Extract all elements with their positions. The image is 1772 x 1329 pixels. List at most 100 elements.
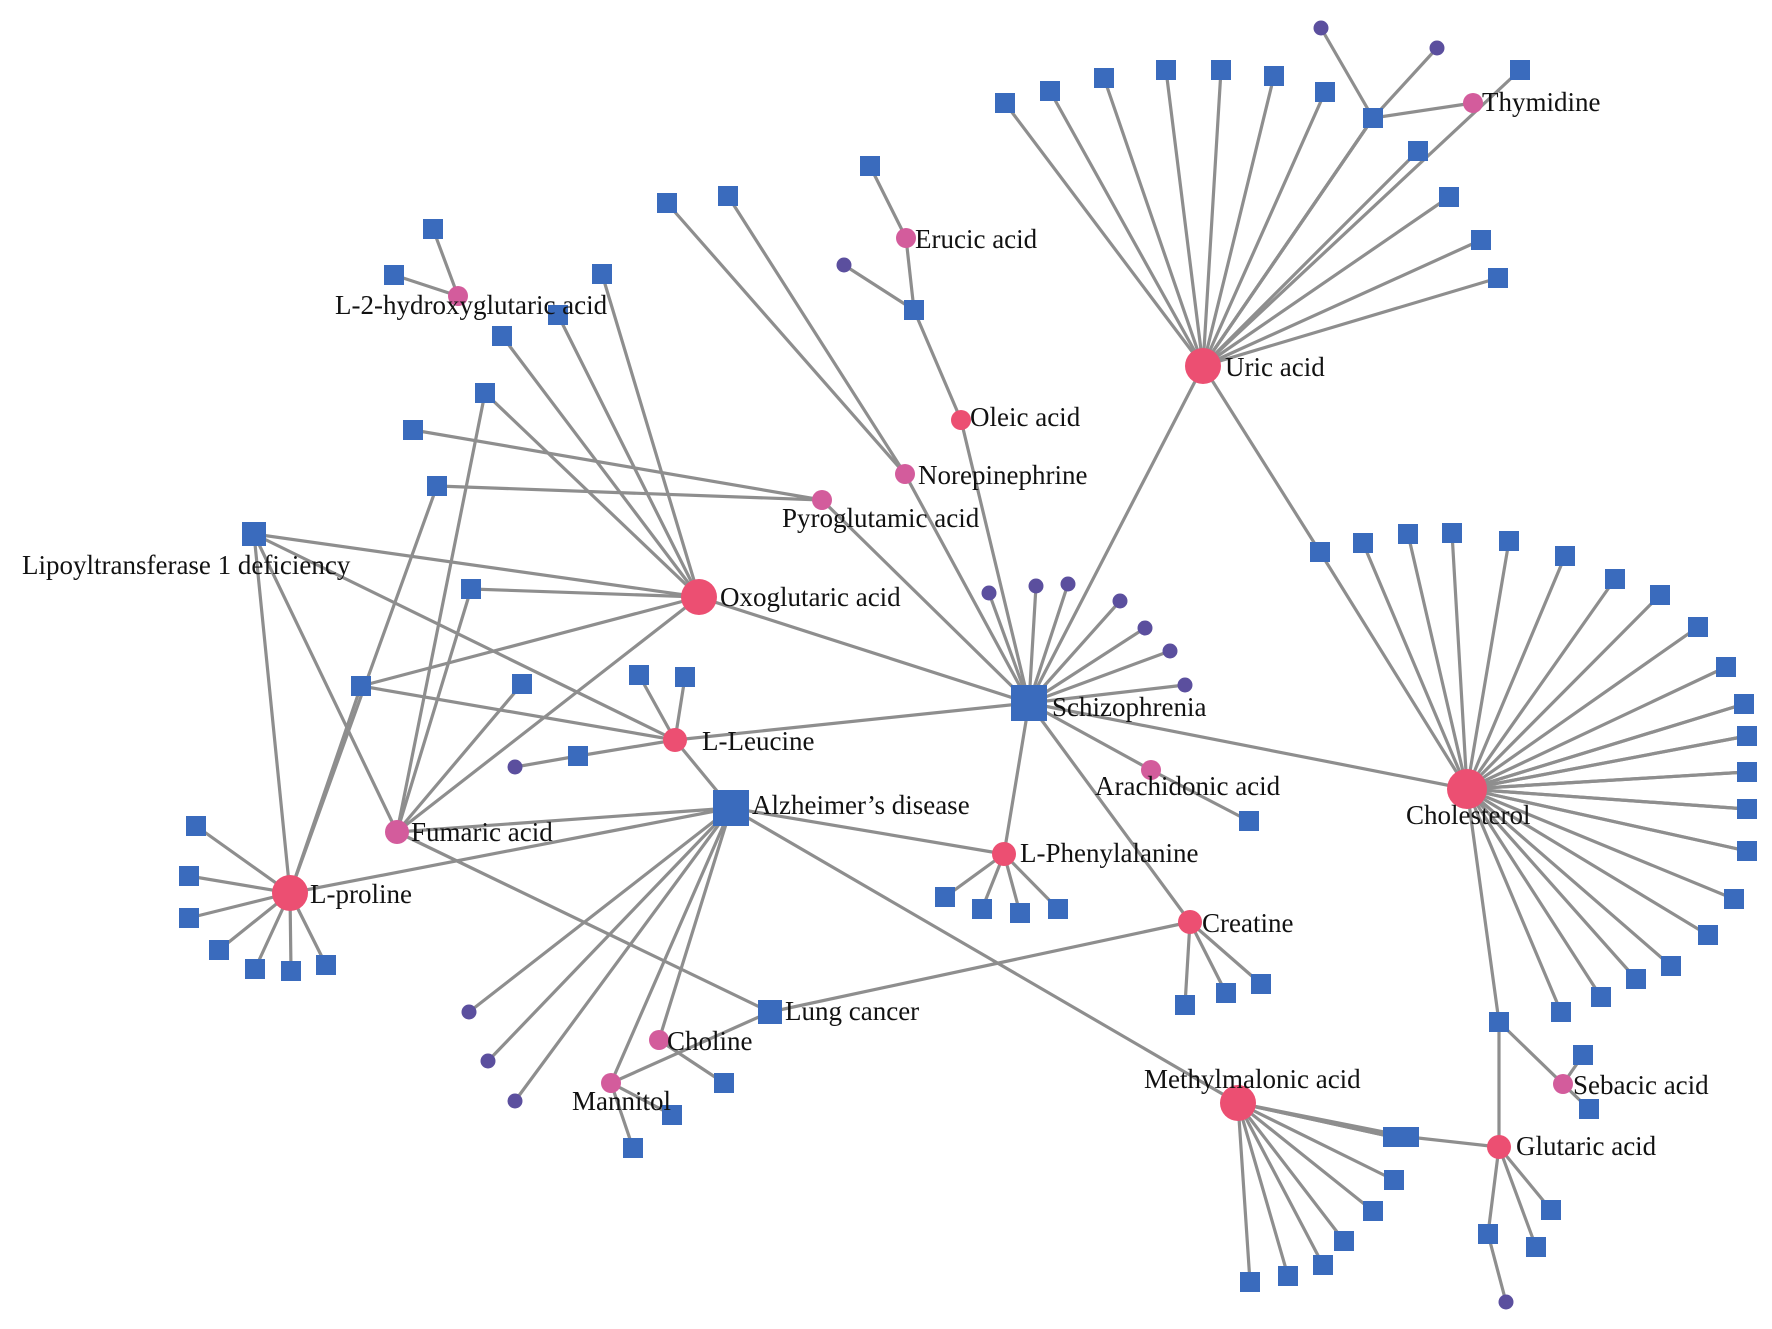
edge-norepinephrine-s_ne2: [665, 201, 907, 476]
edge-erucic_acid-s_er1: [868, 164, 908, 240]
disease-node-s-ar1: [1239, 811, 1259, 831]
disease-node-s-ux13: [1510, 60, 1530, 80]
edge-schizophrenia-creatine: [1027, 701, 1192, 924]
disease-node-s-lp2: [179, 866, 199, 886]
edge-cholesterol-s_ch7: [1465, 593, 1662, 791]
label-cholesterol: Cholesterol: [1406, 800, 1530, 830]
disease-node-alzheimers: [713, 790, 749, 826]
disease-node-s-ux7: [1315, 82, 1335, 102]
edge-l_leucine-schizophrenia: [673, 701, 1031, 742]
edge-uric_acid-s_uc1: [1201, 364, 1322, 554]
edge-cholesterol-s_ch4: [1465, 539, 1511, 791]
edge-cholesterol-s_ch2: [1406, 532, 1469, 791]
disease-node-s-cr1: [1175, 995, 1195, 1015]
edge-alzheimers-c_ad3: [513, 806, 733, 1103]
edge-creatine-s_cr2: [1188, 920, 1228, 995]
disease-node-s-ch3: [1442, 523, 1462, 543]
edge-cholesterol-s_ch15: [1465, 787, 1736, 901]
disease-node-s-lp7: [316, 955, 336, 975]
disease-node-s-ch20: [1551, 1002, 1571, 1022]
label-l-leucine: L-Leucine: [702, 726, 814, 756]
edge-fumaric-alzheimers: [395, 806, 733, 834]
label-methylmalonic-acid: Methylmalonic acid: [1144, 1064, 1361, 1094]
edge-schizophrenia-c_sz1: [987, 591, 1031, 705]
label-layer: Schizophrenia Alzheimer’s disease Lung c…: [22, 87, 1709, 1161]
edge-cholesterol-s_ch1: [1361, 541, 1469, 791]
edge-uric_acid-s_ux3: [1102, 76, 1205, 368]
edge-arachidonic-s_ar1: [1149, 768, 1251, 823]
disease-node-s-ch22: [1737, 799, 1757, 819]
disease-node-s-sb2: [1579, 1099, 1599, 1119]
edge-l_proline-s_ox7: [288, 684, 363, 895]
disease-node-s-ch7: [1650, 585, 1670, 605]
edge-uric_acid-s_ux12: [1201, 276, 1500, 368]
disease-node-s-ch25: [1734, 694, 1754, 714]
disease-node-s-lp3: [179, 908, 199, 928]
disease-node-s-ch16: [1698, 925, 1718, 945]
disease-node-s-mm5: [1363, 1201, 1383, 1221]
disease-node-schizophrenia: [1011, 685, 1047, 721]
disease-node-s-ox5: [475, 383, 495, 403]
edge-alzheimers-choline: [657, 806, 733, 1042]
edge-norepinephrine-schizophrenia: [903, 472, 1031, 705]
disease-node-s-ch6: [1605, 569, 1625, 589]
disease-node-s-mm6: [1384, 1170, 1404, 1190]
label-choline: Choline: [667, 1026, 753, 1056]
edge-cholesterol-s_ch3: [1450, 531, 1469, 791]
disease-node-s-ch9: [1716, 657, 1736, 677]
edge-cholesterol-s_ch16: [1465, 787, 1710, 937]
metabolite-node-uric-acid: [1185, 348, 1221, 384]
label-schizophrenia: Schizophrenia: [1052, 692, 1206, 722]
metabolite-node-mannitol: [601, 1073, 621, 1093]
disease-node-s-uc1: [1310, 542, 1330, 562]
edge-glutaric-s_gl1: [1497, 1145, 1553, 1212]
edge-cholesterol-s_ch18: [1465, 787, 1638, 981]
edge-s_gl3-c_gl1: [1486, 1232, 1508, 1304]
disease-node-s-sg: [1489, 1012, 1509, 1032]
disease-node-s-ch5: [1555, 546, 1575, 566]
label-mannitol: Mannitol: [572, 1086, 671, 1116]
disease-node-s-ch1: [1353, 533, 1373, 553]
edge-uric_acid-s_ux2: [1048, 89, 1205, 368]
disease-node-s-gl2: [1526, 1237, 1546, 1257]
disease-node-s-ll3: [568, 746, 588, 766]
edge-schizophrenia-arachidonic: [1027, 701, 1153, 772]
edge-pyroglutamic-schizophrenia: [820, 498, 1031, 705]
edge-creatine-lung_cancer: [768, 920, 1192, 1014]
metabolite-node-cholesterol: [1447, 769, 1487, 809]
edge-methylmalonic-s_mm1: [1236, 1101, 1252, 1284]
metabolite-node-oxoglutaric: [681, 579, 717, 615]
edge-l2hg-s_l2a: [431, 227, 460, 298]
metabolite-node-c-ll1: [507, 759, 523, 775]
label-fumaric-acid: Fumaric acid: [411, 817, 553, 847]
disease-node-s-mm3: [1313, 1255, 1333, 1275]
disease-node-s-ux9: [1408, 141, 1428, 161]
disease-node-s-ux2: [1040, 81, 1060, 101]
edge-l_proline-s_lp1: [194, 824, 292, 895]
label-lipoyltransferase-1-deficiency: Lipoyltransferase 1 deficiency: [22, 550, 351, 580]
edge-schizophrenia-c_sz7: [1027, 683, 1187, 705]
edge-mannitol-lung_cancer: [609, 1010, 772, 1085]
edge-alzheimers-mannitol: [609, 806, 733, 1085]
metabolite-node-c-gl1: [1498, 1294, 1514, 1310]
disease-node-s-mm8: [1383, 1127, 1403, 1147]
metabolite-node-pyroglutamic: [812, 490, 832, 510]
metabolite-node-sebacic: [1553, 1074, 1573, 1094]
edge-oxoglutaric-lipoyl: [252, 532, 701, 599]
disease-node-s-ne2: [657, 193, 677, 213]
edge-oxoglutaric-schizophrenia: [697, 595, 1031, 705]
edge-alzheimers-c_ad2: [486, 806, 733, 1063]
edge-oxoglutaric-s_ox2: [600, 272, 701, 599]
disease-node-s-mm4: [1334, 1231, 1354, 1251]
edge-creatine-s_cr3: [1188, 920, 1263, 986]
metabolite-node-c-ux1: [1313, 20, 1329, 36]
disease-node-s-ux11: [1471, 230, 1491, 250]
edge-oxoglutaric-s_ox4: [500, 334, 701, 599]
disease-node-s-ch15: [1724, 889, 1744, 909]
disease-node-s-ch21: [1737, 841, 1757, 861]
disease-node-s-ph3: [1010, 903, 1030, 923]
label-pyroglutamic-acid: Pyroglutamic acid: [782, 503, 980, 533]
disease-node-s-l2a: [423, 219, 443, 239]
metabolite-node-l2hg: [448, 286, 468, 306]
edge-uric_acid-s_ux13: [1201, 68, 1522, 368]
